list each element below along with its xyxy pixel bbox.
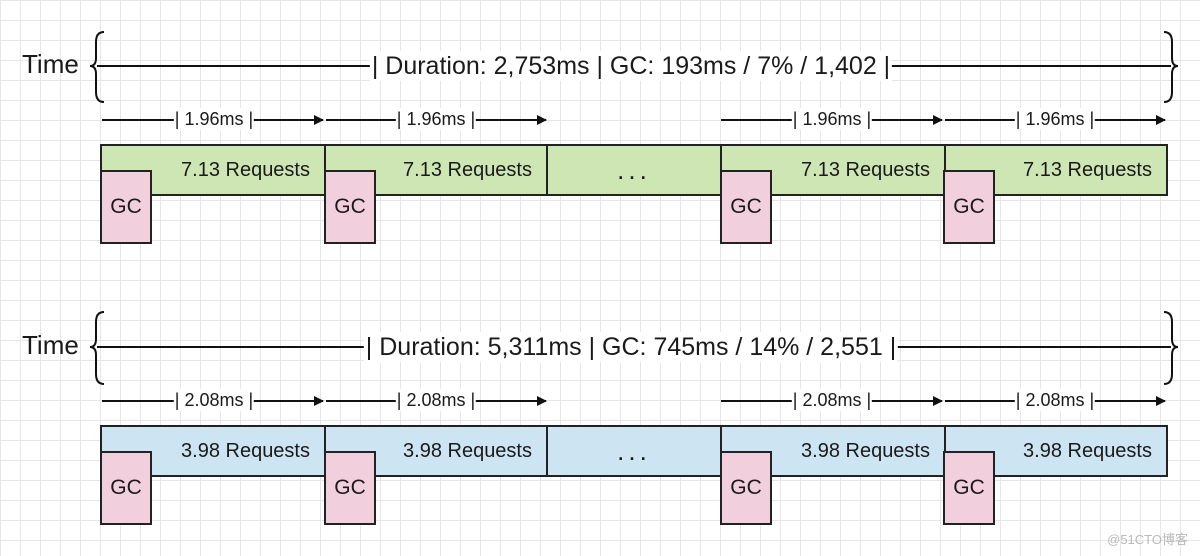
- watermark: @51CTO博客: [1107, 532, 1188, 547]
- gc-block-1-1: GC: [100, 170, 152, 244]
- gc-block-1-4: GC: [943, 170, 995, 244]
- time-brace-left-2: [89, 311, 105, 385]
- gc-block-2-1: GC: [100, 451, 152, 525]
- interval-label-2-2: | 2.08ms |: [395, 389, 477, 411]
- interval-label-1-3: | 1.96ms |: [791, 108, 873, 130]
- gc-block-1-2: GC: [324, 170, 376, 244]
- gc-block-2-2: GC: [324, 451, 376, 525]
- request-segment-ellipsis-2: ...: [546, 425, 722, 477]
- gc-block-1-3: GC: [720, 170, 772, 244]
- duration-summary-2: | Duration: 5,311ms | GC: 745ms / 14% / …: [363, 332, 899, 362]
- interval-label-2-4: | 2.08ms |: [1014, 389, 1096, 411]
- time-brace-right-1: [1163, 31, 1179, 103]
- time-brace-right-2: [1163, 311, 1179, 385]
- time-label-1: Time: [22, 49, 79, 79]
- time-brace-left-1: [89, 31, 105, 103]
- interval-label-1-4: | 1.96ms |: [1014, 108, 1096, 130]
- gc-block-2-3: GC: [720, 451, 772, 525]
- interval-label-2-3: | 2.08ms |: [791, 389, 873, 411]
- time-label-2: Time: [22, 330, 79, 360]
- interval-label-1-2: | 1.96ms |: [395, 108, 477, 130]
- interval-label-1-1: | 1.96ms |: [173, 108, 255, 130]
- interval-label-2-1: | 2.08ms |: [173, 389, 255, 411]
- request-segment-ellipsis-1: ...: [546, 144, 722, 196]
- gc-block-2-4: GC: [943, 451, 995, 525]
- duration-summary-1: | Duration: 2,753ms | GC: 193ms / 7% / 1…: [369, 51, 893, 81]
